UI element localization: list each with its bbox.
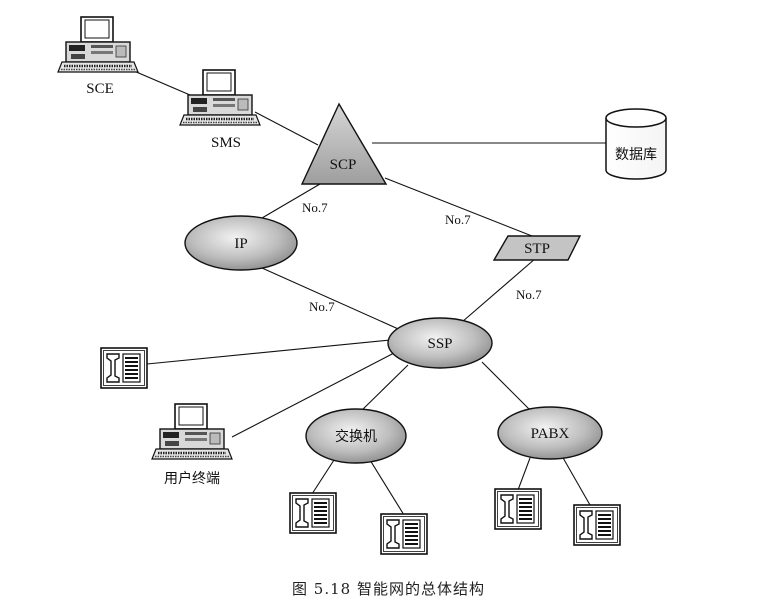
switch-node: 交换机 (305, 408, 407, 464)
telephone-icon (573, 504, 621, 546)
user-terminal-label: 用户终端 (164, 470, 220, 487)
stp-node: STP (492, 235, 582, 261)
link-pabx-phone5 (561, 455, 591, 506)
database-label: 数据库 (615, 147, 657, 163)
link-switch-phone3 (369, 459, 405, 516)
database-node: 数据库 (605, 108, 667, 180)
pabx-node: PABX (497, 406, 603, 460)
link-sms-scp (254, 111, 319, 146)
link-label-stp-ssp: No.7 (516, 287, 542, 302)
link-stp-ssp (461, 257, 537, 323)
user-terminal-computer-icon (150, 402, 234, 461)
link-label-scp-ip: No.7 (302, 200, 328, 215)
ip-node: IP (184, 215, 298, 271)
link-userterminal-ssp (231, 351, 397, 438)
sce-computer-icon (56, 15, 140, 74)
link-scp-ip (261, 183, 321, 219)
ssp-node: SSP (387, 317, 493, 369)
telephone-icon (494, 488, 542, 530)
figure-caption: 图 5.18 智能网的总体结构 (292, 580, 485, 598)
link-phone1-ssp (146, 339, 391, 365)
link-ip-ssp (261, 267, 406, 333)
telephone-icon (380, 513, 428, 555)
link-label-ip-ssp: No.7 (309, 299, 335, 314)
scp-node: SCP (300, 102, 388, 185)
link-label-scp-stp: No.7 (445, 212, 471, 227)
sms-label: SMS (211, 135, 241, 151)
link-pabx-phone4 (517, 457, 531, 491)
sms-computer-icon (178, 68, 262, 127)
scp-label: SCP (330, 157, 357, 173)
ssp-label: SSP (427, 336, 452, 352)
connection-lines (119, 64, 606, 516)
telephone-icon (100, 347, 148, 389)
pabx-label: PABX (531, 426, 570, 442)
ip-label: IP (234, 236, 247, 252)
link-switch-phone2 (311, 459, 335, 495)
switch-label: 交换机 (335, 428, 377, 445)
link-ssp-pabx (481, 361, 531, 411)
sce-label: SCE (86, 81, 114, 97)
link-ssp-switch (359, 364, 409, 413)
telephone-icon (289, 492, 337, 534)
stp-label: STP (524, 241, 550, 257)
link-scp-stp (384, 177, 533, 237)
